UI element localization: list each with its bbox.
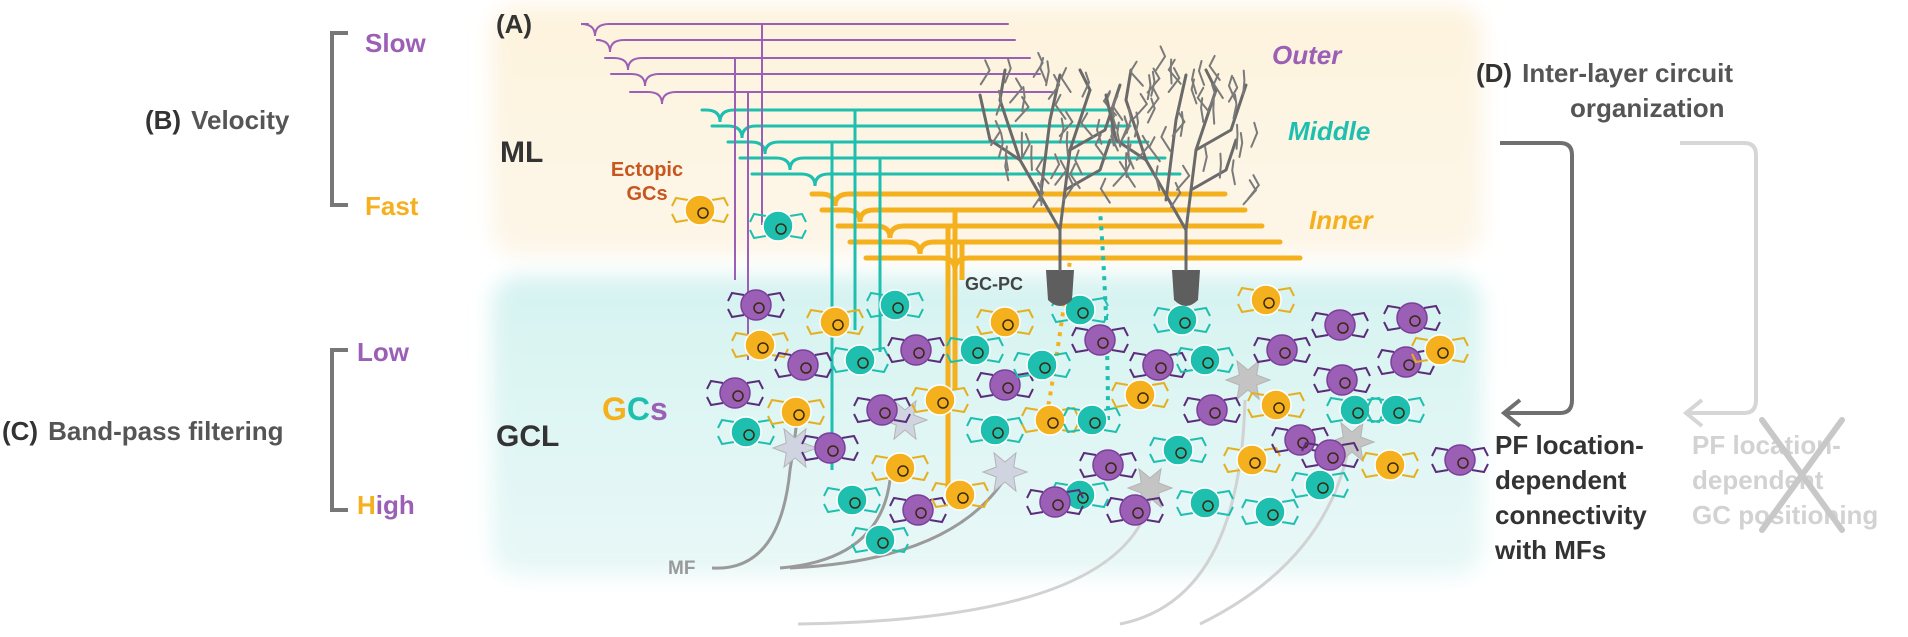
gc-soma — [990, 370, 1020, 400]
band-pass-panel-title: (C)Band-pass filtering — [2, 416, 284, 446]
gc-soma — [1237, 445, 1267, 475]
high-label: High — [357, 490, 415, 520]
gc-soma — [903, 495, 933, 525]
velocity-bracket — [332, 33, 348, 205]
gc-soma — [980, 415, 1010, 445]
gc-soma — [781, 397, 811, 427]
gcs-label: GCs — [602, 391, 668, 427]
gc-soma — [1190, 345, 1220, 375]
positioning-arrow — [1680, 143, 1756, 413]
gc-soma — [820, 307, 850, 337]
gc-soma — [1340, 395, 1370, 425]
gc-soma — [925, 385, 955, 415]
gcl-label: GCL — [496, 420, 559, 453]
slow-label: Slow — [365, 28, 426, 58]
gc-soma — [1315, 440, 1345, 470]
purkinje-branchlet — [1213, 100, 1214, 124]
gc-soma — [867, 395, 897, 425]
gc-soma — [745, 330, 775, 360]
outcome-connectivity-line2: dependent — [1495, 465, 1627, 495]
gc-soma — [945, 480, 975, 510]
gc-soma — [1120, 495, 1150, 525]
purkinje-branchlet — [1171, 59, 1172, 83]
purkinje-branchlet — [1031, 146, 1032, 170]
gc-soma — [1285, 425, 1315, 455]
connectivity-arrow — [1500, 143, 1572, 413]
gc-soma — [788, 350, 818, 380]
gc-soma — [1255, 497, 1285, 527]
gc-soma — [1093, 450, 1123, 480]
gc-soma — [1027, 350, 1057, 380]
gc-soma — [837, 485, 867, 515]
gc-soma — [865, 525, 895, 555]
middle-sublayer-label: Middle — [1288, 116, 1370, 146]
gc-soma — [1143, 350, 1173, 380]
outcome-positioning-line3: GC positioning — [1692, 500, 1878, 530]
gc-soma — [1375, 450, 1405, 480]
purkinje-branchlet — [1243, 71, 1244, 95]
gc-soma — [880, 290, 910, 320]
gc-soma — [1261, 390, 1291, 420]
outer-sublayer-label: Outer — [1272, 40, 1343, 70]
gc-soma — [1305, 470, 1335, 500]
gc-soma — [1327, 365, 1357, 395]
outcome-connectivity-line3: connectivity — [1495, 500, 1647, 530]
gc-soma — [885, 453, 915, 483]
band-pass-bracket — [332, 350, 348, 510]
outcome-connectivity-line4: with MFs — [1494, 535, 1606, 565]
panel-d-title-line2: organization — [1570, 93, 1725, 123]
fast-label: Fast — [365, 191, 419, 221]
gc-soma — [845, 345, 875, 375]
gc-soma — [1425, 335, 1455, 365]
gc-pc-label: GC-PC — [965, 274, 1023, 294]
gc-soma — [1125, 380, 1155, 410]
ectopic-gcs-label: Ectopic — [611, 159, 683, 181]
gcs-label-c: C — [627, 391, 650, 427]
gc-soma — [1035, 405, 1065, 435]
purkinje-soma — [1172, 270, 1200, 306]
ml-label: ML — [500, 136, 543, 169]
gc-soma — [1167, 305, 1197, 335]
gc-soma — [1085, 325, 1115, 355]
panel-a-label: (A) — [496, 9, 532, 39]
brackets — [332, 33, 348, 510]
gc-soma — [1190, 488, 1220, 518]
gc-soma — [1325, 310, 1355, 340]
outcome-connectivity-line1: PF location- — [1495, 430, 1644, 460]
gc-soma — [990, 307, 1020, 337]
gc-soma — [1077, 405, 1107, 435]
gc-soma — [1163, 435, 1193, 465]
purkinje-soma — [1046, 270, 1074, 306]
inner-sublayer-label: Inner — [1309, 205, 1374, 235]
ectopic-gcs-label-2: GCs — [626, 183, 667, 205]
gc-soma — [960, 335, 990, 365]
panel-d-title: (D)Inter-layer circuit — [1476, 58, 1733, 88]
purkinje-branchlet — [1128, 138, 1129, 162]
low-label: Low — [357, 337, 410, 367]
gc-soma — [815, 433, 845, 463]
purkinje-branchlet — [1237, 125, 1238, 149]
gc-soma — [1381, 395, 1411, 425]
inner-parallel-fiber — [866, 258, 1300, 270]
gc-soma — [1267, 335, 1297, 365]
purkinje-branchlet — [1067, 132, 1068, 156]
gc-soma — [1445, 445, 1475, 475]
gc-soma — [1251, 285, 1281, 315]
mf-label: MF — [668, 558, 695, 579]
gc-soma — [763, 211, 793, 241]
gc-soma — [1197, 395, 1227, 425]
purkinje-branchlet — [1220, 154, 1221, 178]
gc-soma — [685, 195, 715, 225]
gc-soma — [731, 417, 761, 447]
gc-soma — [901, 335, 931, 365]
gcs-label-s: s — [650, 391, 668, 427]
gc-soma — [1397, 303, 1427, 333]
gc-soma — [741, 290, 771, 320]
gcs-label-g: G — [602, 391, 627, 427]
gc-soma — [720, 378, 750, 408]
velocity-panel-title: (B)Velocity — [145, 105, 290, 135]
gc-soma — [1040, 487, 1070, 517]
